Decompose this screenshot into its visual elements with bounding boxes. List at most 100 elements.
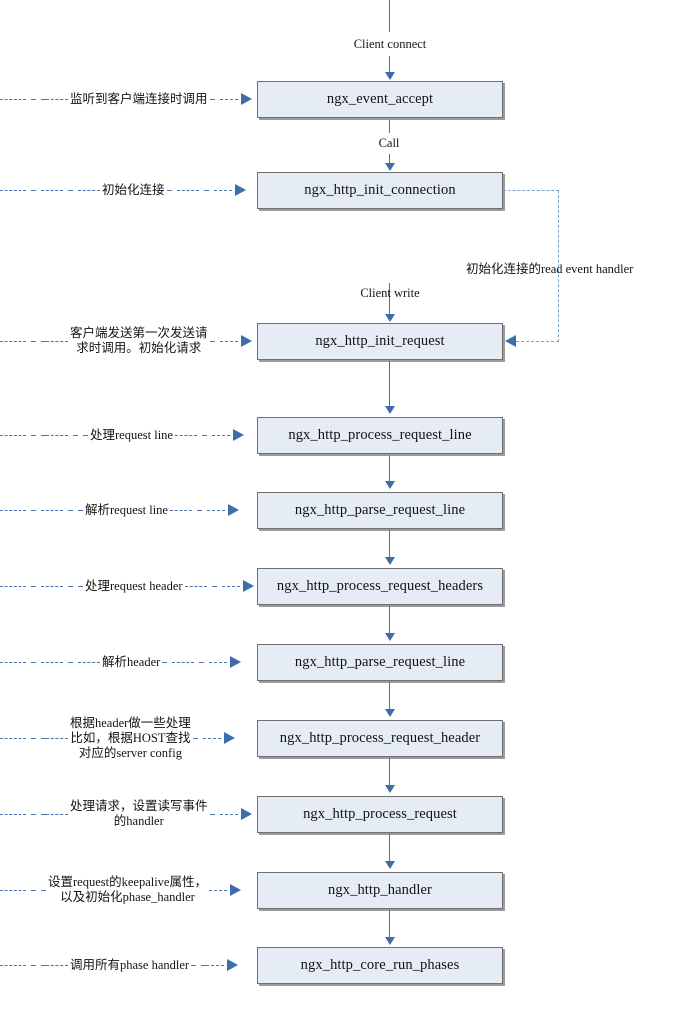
flow-arrow-1 <box>385 163 395 171</box>
dash-segment <box>192 737 198 739</box>
node-ngx-http-init-connection[interactable]: ngx_http_init_connection <box>257 172 503 209</box>
node-ngx-http-process-request-headers[interactable]: ngx_http_process_request_headers <box>257 568 503 605</box>
annotation-line: 设置request的keepalive属性， <box>48 875 207 889</box>
dash-segment <box>46 434 68 436</box>
dash-segment <box>78 585 83 587</box>
annotation-arrowhead <box>240 808 252 820</box>
annotation-arrowhead <box>227 959 239 971</box>
node-ngx-http-handler[interactable]: ngx_http_handler <box>257 872 503 909</box>
dash-segment <box>41 434 46 436</box>
dash-segment <box>206 509 225 511</box>
dash-segment <box>0 585 26 587</box>
dash-segment <box>209 661 228 663</box>
annotation-label: 根据header做一些处理 比如，根据HOST查找 对应的server conf… <box>68 716 193 761</box>
annotation-label: 设置request的keepalive属性， 以及初始化phase_handle… <box>46 875 209 905</box>
annotation-label: 监听到客户端连接时调用 <box>70 91 208 106</box>
dash-segment <box>41 889 46 891</box>
dash-segment <box>73 434 78 436</box>
annotation-arrowhead <box>230 656 242 668</box>
flow-connector-7 <box>389 682 390 712</box>
flow-arrow-5 <box>385 557 395 565</box>
flow-arrow-3 <box>385 406 395 414</box>
annotation-label: 处理request line <box>90 427 173 442</box>
dash-segment <box>0 737 26 739</box>
dash-segment <box>0 661 26 663</box>
node-ngx-event-accept[interactable]: ngx_event_accept <box>257 81 503 118</box>
dash-segment <box>68 661 73 663</box>
dash-segment <box>201 964 207 966</box>
annotation-line: 对应的server config <box>78 745 182 760</box>
node-ngx-http-process-request[interactable]: ngx_http_process_request <box>257 796 503 833</box>
dash-segment <box>211 434 230 436</box>
annotation-label: 处理请求，设置读写事件 的handler <box>68 799 210 829</box>
dash-segment <box>68 509 73 511</box>
flow-connector-8 <box>389 758 390 788</box>
dash-segment <box>31 340 36 342</box>
annotation-line: 处理请求，设置读写事件 <box>70 799 208 813</box>
annotation-label: 客户端发送第一次发送请 求时调用。初始化请求 <box>68 326 210 356</box>
node-ngx-http-parse-request-line-1[interactable]: ngx_http_parse_request_line <box>257 492 503 529</box>
annotation-line: 客户端发送第一次发送请 <box>70 326 208 340</box>
flow-arrow-entry <box>385 72 395 80</box>
dash-segment <box>166 189 172 191</box>
dash-segment <box>41 509 63 511</box>
node-ngx-http-init-request[interactable]: ngx_http_init_request <box>257 323 503 360</box>
dash-segment <box>0 509 26 511</box>
dash-segment <box>191 964 197 966</box>
flow-arrow-7 <box>385 709 395 717</box>
annotation-line: 根据header做一些处理 <box>70 715 191 730</box>
annotation-arrowhead <box>234 184 246 196</box>
dash-segment <box>41 813 46 815</box>
dash-segment <box>209 889 227 891</box>
dash-segment <box>68 189 73 191</box>
dash-segment <box>219 98 238 100</box>
flow-connector-10 <box>389 910 390 940</box>
dash-segment <box>219 340 238 342</box>
dash-segment <box>78 661 100 663</box>
dash-segment <box>0 98 26 100</box>
flow-connector-entry <box>389 0 390 32</box>
node-ngx-http-process-request-header[interactable]: ngx_http_process_request_header <box>257 720 503 757</box>
dash-segment <box>41 585 63 587</box>
feedback-loop-top-segment <box>503 190 559 191</box>
flow-connector-5 <box>389 530 390 560</box>
feedback-loop-vertical-segment <box>558 190 559 342</box>
dash-segment <box>46 813 68 815</box>
annotation-label: 调用所有phase handler <box>70 957 190 972</box>
dash-segment <box>162 661 168 663</box>
dash-segment <box>68 585 73 587</box>
dash-segment <box>46 340 68 342</box>
dash-segment <box>41 340 46 342</box>
annotation-label: 解析request line <box>85 502 168 517</box>
dash-segment <box>176 189 199 191</box>
spine-label-call: Call <box>378 136 400 150</box>
dash-segment <box>31 189 36 191</box>
dash-segment <box>169 509 192 511</box>
feedback-loop-bottom-segment <box>516 341 559 342</box>
annotation-arrowhead <box>227 504 239 516</box>
dash-segment <box>31 737 36 739</box>
dash-segment <box>0 434 26 436</box>
flow-arrow-2 <box>385 314 395 322</box>
dash-segment <box>172 661 195 663</box>
flow-arrow-4 <box>385 481 395 489</box>
flow-connector-2b <box>389 303 390 319</box>
node-ngx-http-process-request-line[interactable]: ngx_http_process_request_line <box>257 417 503 454</box>
flow-connector-1b <box>389 154 390 167</box>
annotation-arrowhead <box>223 732 235 744</box>
dash-segment <box>83 434 88 436</box>
annotation-label: 初始化连接 <box>102 182 165 197</box>
node-ngx-http-core-run-phases[interactable]: ngx_http_core_run_phases <box>257 947 503 984</box>
dash-segment <box>209 98 215 100</box>
dash-segment <box>41 189 63 191</box>
dash-segment <box>31 889 36 891</box>
dash-segment <box>201 434 207 436</box>
dash-segment <box>41 964 46 966</box>
node-ngx-http-parse-request-line-2[interactable]: ngx_http_parse_request_line <box>257 644 503 681</box>
annotation-label: 处理request header <box>85 578 183 593</box>
dash-segment <box>41 98 46 100</box>
flow-connector-4 <box>389 455 390 484</box>
dash-segment <box>0 889 26 891</box>
annotation-label: 解析header <box>102 654 161 669</box>
